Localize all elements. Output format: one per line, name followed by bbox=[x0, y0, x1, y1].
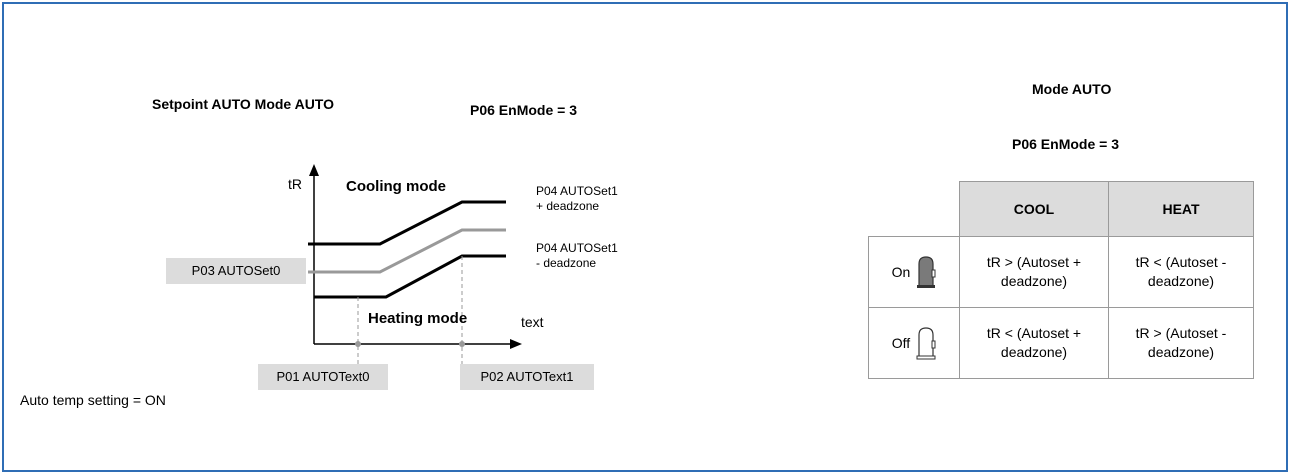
lower-setpoint-label: P04 AUTOSet1 - deadzone bbox=[536, 241, 618, 270]
state-on-cell: On bbox=[868, 236, 960, 308]
cool-on-condition: tR > (Autoset + deadzone) bbox=[959, 236, 1109, 308]
heating-mode-label: Heating mode bbox=[368, 310, 468, 327]
compressor-off-icon bbox=[916, 327, 936, 360]
table-row: On tR > (Autoset + deadzone) tR < (Autos… bbox=[868, 236, 1254, 308]
state-label: Off bbox=[891, 335, 911, 351]
column-header-cool: COOL bbox=[959, 181, 1109, 237]
y-axis-arrow bbox=[309, 164, 319, 176]
setpoint-curve bbox=[308, 228, 506, 274]
cooling-mode-label: Cooling mode bbox=[346, 178, 446, 195]
upper-setpoint-label: P04 AUTOSet1 + deadzone bbox=[536, 184, 618, 213]
x-axis-arrow bbox=[510, 339, 522, 349]
table-row: Off tR < (Autoset + deadzone) tR > (Auto… bbox=[868, 307, 1254, 379]
column-header-heat: HEAT bbox=[1108, 181, 1254, 237]
heat-on-condition: tR < (Autoset - deadzone) bbox=[1108, 236, 1254, 308]
state-off-cell: Off bbox=[868, 307, 960, 379]
p01-autotext0-box: P01 AUTOText0 bbox=[258, 364, 388, 390]
p02-autotext1-box: P02 AUTOText1 bbox=[460, 364, 594, 390]
y-axis-label: tR bbox=[288, 176, 302, 192]
p03-autoset0-box: P03 AUTOSet0 bbox=[166, 258, 306, 284]
table-header-row: COOL HEAT bbox=[869, 181, 1254, 237]
state-label: On bbox=[891, 264, 911, 280]
auto-temp-note: Auto temp setting = ON bbox=[20, 392, 166, 408]
marker-text1 bbox=[459, 341, 465, 347]
marker-text0 bbox=[355, 341, 361, 347]
x-axis-label: text bbox=[521, 314, 544, 330]
mode-table: COOL HEAT On tR > (Autoset + deadzone) t… bbox=[868, 181, 1254, 379]
enmode-title-left: P06 EnMode = 3 bbox=[470, 102, 577, 118]
compressor-on-icon bbox=[917, 256, 936, 288]
heat-off-condition: tR > (Autoset - deadzone) bbox=[1108, 307, 1254, 379]
mode-auto-title: Mode AUTO bbox=[1032, 81, 1112, 97]
cooling-curve bbox=[308, 200, 506, 246]
cool-off-condition: tR < (Autoset + deadzone) bbox=[959, 307, 1109, 379]
enmode-title-right: P06 EnMode = 3 bbox=[1012, 136, 1119, 152]
heating-curve bbox=[314, 254, 506, 299]
table-corner bbox=[869, 182, 960, 237]
setpoint-title: Setpoint AUTO Mode AUTO bbox=[152, 96, 334, 112]
